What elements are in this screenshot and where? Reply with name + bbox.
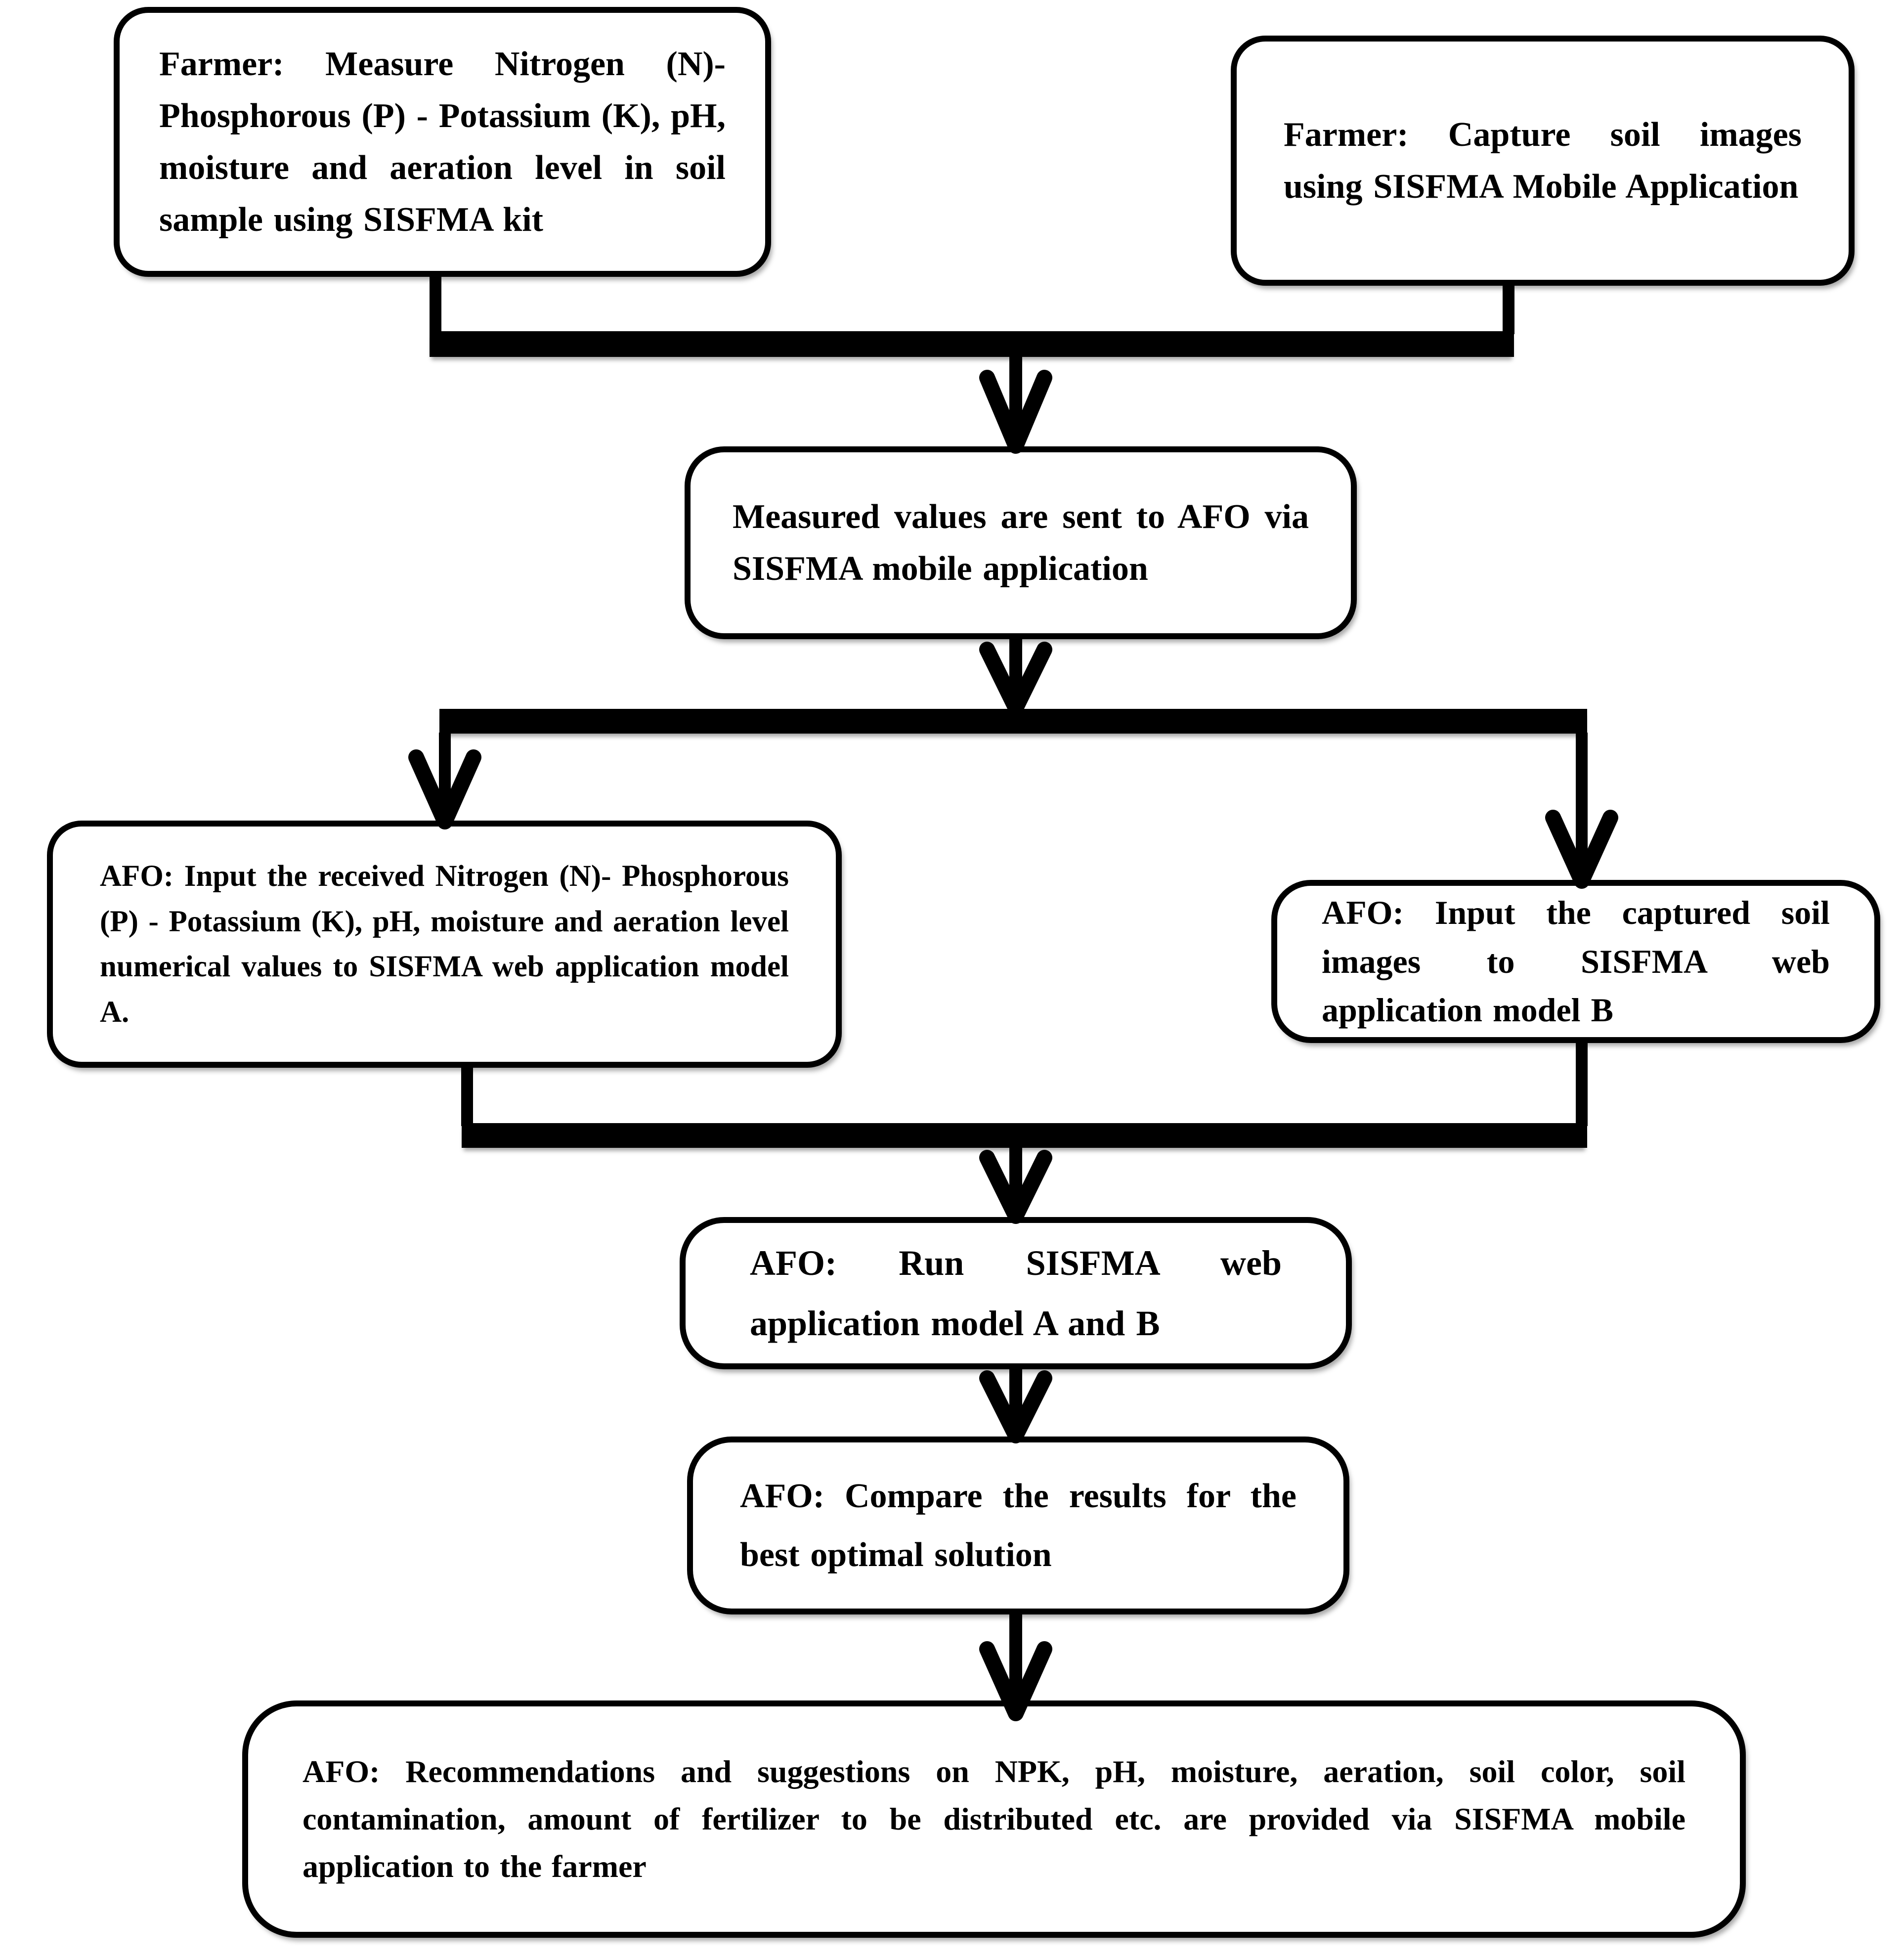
arrowhead [1545, 810, 1618, 889]
merge-bar-bottom [462, 1123, 1587, 1148]
connector-stem-box1 [430, 275, 441, 334]
flow-node-send-values-afo: Measured values are sent to AFO via SISF… [685, 446, 1357, 639]
down-arrow-1 [979, 352, 1052, 454]
flow-node-afo-input-values-model-a: AFO: Input the received Nitrogen (N)- Ph… [47, 821, 842, 1068]
connector-stem-box4 [461, 1066, 473, 1126]
flow-node-farmer-capture-images: Farmer: Capture soil images using SISFMA… [1231, 36, 1855, 286]
arrowhead [979, 1150, 1052, 1224]
flow-node-label: AFO: Input the received Nitrogen (N)- Ph… [100, 860, 789, 1029]
arrowhead [979, 1641, 1052, 1721]
flow-node-label: Measured values are sent to AFO via SISF… [733, 498, 1309, 588]
branch-arrow-left [408, 733, 481, 829]
arrowhead [979, 642, 1052, 716]
branch-arrow-right [1545, 733, 1618, 889]
flow-node-label: Farmer: Capture soil images using SISFMA… [1284, 116, 1802, 206]
down-arrow-4 [979, 1368, 1052, 1443]
flow-node-afo-input-images-model-b: AFO: Input the captured soil images to S… [1271, 880, 1880, 1043]
down-arrow-5 [979, 1614, 1052, 1721]
flow-node-afo-run-models: AFO: Run SISFMA web application model A … [680, 1217, 1352, 1369]
flow-node-farmer-measure-kit: Farmer: Measure Nitrogen (N)- Phosphorou… [114, 7, 771, 277]
flow-node-label: AFO: Input the captured soil images to S… [1322, 894, 1830, 1029]
connector-stem-box5 [1576, 1041, 1588, 1126]
flow-node-afo-compare-results: AFO: Compare the results for the best op… [687, 1437, 1349, 1614]
flow-node-label: AFO: Recommendations and suggestions on … [303, 1754, 1686, 1884]
merge-bar-top [430, 331, 1514, 357]
down-arrow-2 [979, 639, 1052, 716]
flow-node-label: AFO: Compare the results for the best op… [740, 1477, 1297, 1574]
flow-node-afo-recommendations: AFO: Recommendations and suggestions on … [242, 1700, 1746, 1938]
split-bar [439, 709, 1587, 734]
arrowhead [979, 370, 1052, 454]
down-arrow-3 [979, 1147, 1052, 1224]
flow-node-label: Farmer: Measure Nitrogen (N)- Phosphorou… [159, 45, 726, 239]
connector-stem-box2 [1503, 284, 1514, 334]
flow-node-label: AFO: Run SISFMA web application model A … [750, 1243, 1282, 1343]
arrowhead [979, 1370, 1052, 1443]
arrowhead [408, 749, 481, 829]
